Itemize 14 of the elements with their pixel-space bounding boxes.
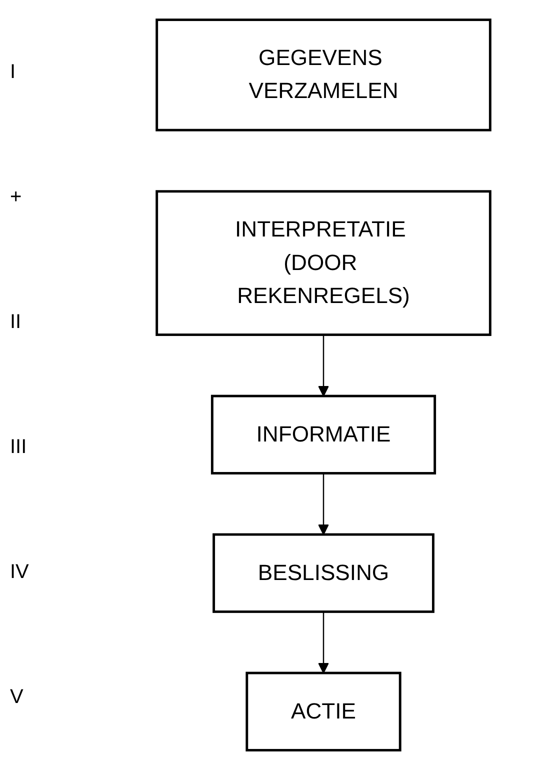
arrow — [318, 334, 329, 397]
row-label: III — [10, 436, 28, 459]
node-box: BESLISSING — [212, 533, 434, 613]
row-label: II — [10, 311, 22, 334]
row-label: V — [10, 686, 24, 709]
row-label: I — [10, 61, 17, 84]
node-box: INFORMATIE — [210, 394, 436, 474]
node-box: GEGEVENS VERZAMELEN — [156, 18, 492, 132]
arrow — [318, 612, 329, 674]
arrow — [318, 473, 329, 535]
row-label: + — [10, 186, 23, 209]
row-label: IV — [10, 561, 30, 584]
node-box: INTERPRETATIE (DOOR REKENREGELS) — [156, 190, 492, 336]
node-box: ACTIE — [246, 672, 402, 752]
